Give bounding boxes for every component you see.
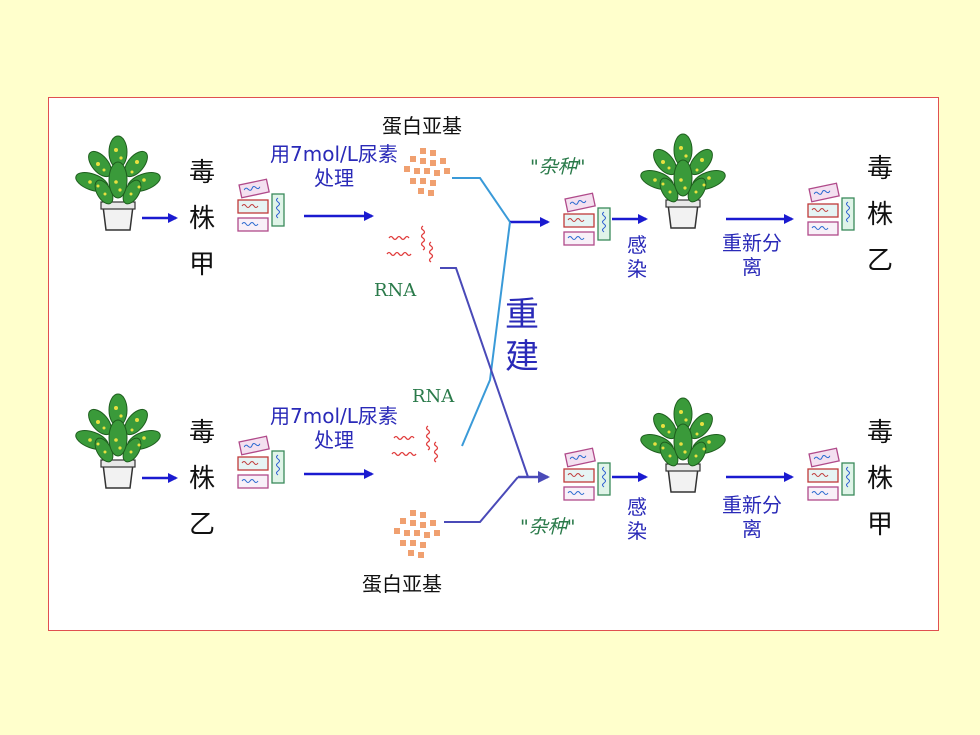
top-rna-label: RNA [374, 280, 417, 301]
bottom-protein-label: 蛋白亚基 [362, 572, 442, 596]
protein-subunits-icon [394, 510, 440, 558]
reconstruction-label: 重建 [505, 295, 539, 377]
bottom-infect-label: 感染 [627, 495, 647, 543]
rna-strands-icon [386, 225, 434, 263]
bottom-hybrid-label: "杂种" [520, 516, 576, 538]
virus-particles-icon [563, 447, 611, 501]
rna-top-line [440, 267, 529, 478]
top-result-label: 毒株乙 [866, 154, 893, 276]
top-reseparate-label: 重新分离 [722, 231, 782, 279]
plant-icon [72, 393, 164, 489]
virus-particles-icon [563, 192, 611, 246]
virus-particles-icon [807, 447, 855, 501]
plant-icon [72, 135, 164, 231]
virus-particles-icon [807, 182, 855, 236]
bottom-rna-label: RNA [412, 386, 455, 407]
top-hybrid-label: "杂种" [530, 156, 586, 178]
top-strain-label: 毒株甲 [188, 158, 215, 280]
diagram-frame [48, 97, 939, 631]
top-infect-label: 感染 [627, 233, 647, 281]
top-treatment-label: 用7mol/L尿素处理 [270, 142, 398, 190]
bottom-strain-label: 毒株乙 [188, 418, 215, 540]
protein-bottom-line [444, 476, 519, 523]
bottom-treatment-label: 用7mol/L尿素处理 [270, 404, 398, 452]
protein-top-line [452, 177, 511, 223]
top-protein-label: 蛋白亚基 [382, 114, 462, 138]
plant-icon [637, 397, 729, 493]
rna-bottom-line [461, 221, 511, 447]
bottom-result-label: 毒株甲 [866, 418, 893, 540]
protein-subunits-icon [404, 148, 450, 196]
plant-icon [637, 133, 729, 229]
bottom-reseparate-label: 重新分离 [722, 493, 782, 541]
